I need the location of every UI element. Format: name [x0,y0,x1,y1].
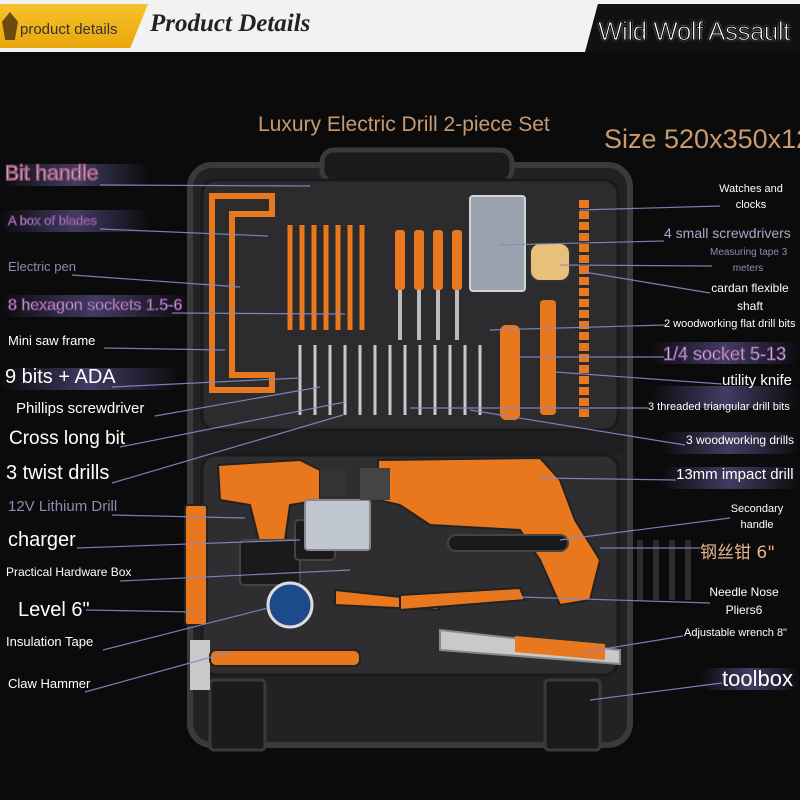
glow-bar [700,668,800,690]
label-secondary-line1: Secondary [730,503,784,515]
glow-bar [650,386,800,408]
hinge-divider [196,432,624,454]
product-details-tab[interactable]: product details [0,4,148,48]
hardware-box [304,499,371,551]
glow-bar [0,164,150,186]
label-cardan: cardan flexible shaft [706,279,794,315]
needle-pliers-tool [399,586,527,612]
cordless-drill [216,458,321,547]
page-title: Product Details [150,10,311,37]
label-hardware-box: Practical Hardware Box [6,565,132,579]
left-latch [208,678,267,752]
label-lithium-drill: 12V Lithium Drill [8,498,118,515]
label-bits-ada: 9 bits + ADA [5,366,116,388]
screwdrivers [395,230,462,340]
drill-bit-row [298,345,482,415]
label-secondary-line2: handle [740,519,774,531]
label-toolbox: toolbox [722,666,793,691]
glow-bar [650,342,800,364]
label-needle-line2: Pliers6 [725,603,763,617]
label-watches-line2: clocks [735,199,767,211]
label-tape-line2: meters [732,263,764,274]
glow-bar [0,295,190,317]
drill-bit-box [469,195,526,292]
label-blades: A box of blades [8,213,98,229]
label-utility-knife: utility knife [722,372,793,389]
label-small-screwdrivers: 4 small screwdrivers [664,225,791,241]
socket-rail [500,325,520,420]
label-needle-nose: Needle Nose Pliers6 [704,583,784,619]
label-socket: 1/4 socket 5-13 [662,344,787,365]
glow-bar [0,210,150,232]
label-needle-line1: Needle Nose [709,585,779,599]
label-watches: Watches and clocks [712,181,790,213]
saw-frame [209,193,275,393]
glow-bar [0,368,180,390]
label-wood-drills: 3 woodworking drills [686,433,795,447]
label-charger: charger [8,529,76,551]
label-hex-sockets: 8 hexagon sockets 1.5-6 [7,297,183,315]
hex-keys [287,225,365,330]
impact-chuck [360,468,390,500]
level-tool [184,504,208,626]
tape-measure [529,242,571,282]
label-adjustable-wrench: Adjustable wrench 8" [684,627,787,639]
glow-bar [660,432,800,454]
label-tape-line1: Measuring tape 3 [710,247,788,258]
header-bar: product details Product Details Wild Wol… [0,0,800,52]
wrench-grip [515,636,605,660]
hammer-head [190,640,210,690]
label-insulation-tape: Insulation Tape [6,634,94,649]
label-watches-line1: Watches and [719,183,783,195]
label-phillips: Phillips screwdriver [16,400,145,417]
insulation-tape-roll [266,581,314,629]
label-mini-saw: Mini saw frame [8,333,96,348]
label-impact-drill: 13mm impact drill [676,466,794,483]
label-claw-hammer: Claw Hammer [8,676,91,691]
case-vent [637,540,691,600]
drill-battery [239,539,301,586]
label-cardan-line2: shaft [736,299,763,313]
glow-bar [660,467,800,489]
impact-drill [377,456,602,607]
product-size: Size 520x350x12 [604,124,800,154]
product-subtitle: Luxury Electric Drill 2-piece Set [258,113,550,136]
label-triangular-bits: 3 threaded triangular drill bits [648,401,790,413]
brand-name: Wild Wolf Assault [598,16,791,47]
wolf-logo-icon [2,12,18,40]
label-twist-drills: 3 twist drills [6,462,110,484]
label-cardan-line1: cardan flexible [711,281,789,295]
label-level: Level 6" [18,599,90,621]
secondary-handle-tool [447,534,569,552]
tab-label: product details [20,21,118,38]
label-secondary-handle: Secondary handle [722,501,792,533]
label-flat-drill-bits: 2 woodworking flat drill bits [664,318,796,330]
label-measuring-tape: Measuring tape 3 meters [710,245,788,277]
label-electric-pen: Electric pen [8,259,76,274]
cordless-chuck [320,468,345,496]
right-latch [543,678,602,752]
label-bit-handle: Bit handle [4,161,99,186]
brand-banner [585,4,800,52]
label-cross-long-bit: Cross long bit [9,428,126,449]
label-wire-pliers: 钢丝钳 6" [700,543,776,563]
